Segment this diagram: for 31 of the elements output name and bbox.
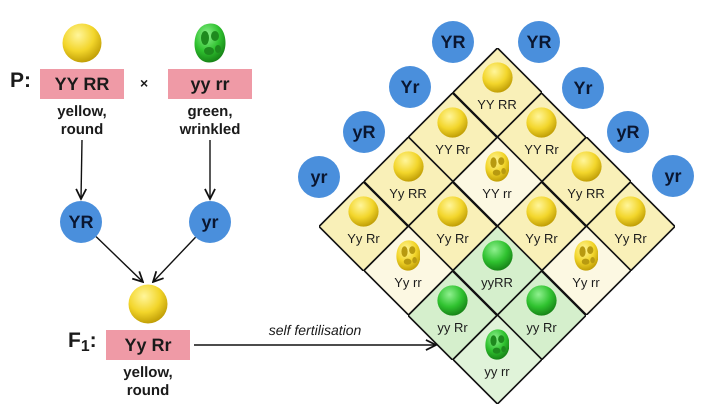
genotype-box: yy rr	[168, 69, 252, 99]
arrow	[75, 140, 88, 200]
genotype-text: yyRR	[480, 275, 514, 290]
genotype-text: YY rr	[481, 186, 513, 201]
genotype-text: YY Rr	[434, 142, 471, 156]
generation-label: P:	[10, 70, 31, 91]
genotype-text: yy Rr	[525, 320, 558, 334]
genotype-text: YY Rr	[523, 142, 560, 156]
phenotype-text: yellow, round	[122, 364, 174, 400]
phenotype-text: green, wrinkled	[178, 103, 242, 139]
genotype-text: Yy rr	[571, 275, 601, 290]
phenotype-text: yellow, round	[56, 103, 108, 139]
arrow	[152, 236, 196, 283]
genotype-text: yy Rr	[436, 320, 469, 334]
genotype-box: Yy Rr	[106, 330, 190, 360]
genotype-text: Yy RR	[566, 186, 606, 201]
genotype-text: Yy Rr	[524, 230, 559, 246]
genotype-text: Yy RR	[388, 186, 428, 201]
genotype-text: Yy rr	[393, 275, 423, 290]
generation-label: F$_{1}$:	[68, 330, 97, 351]
arrow	[96, 236, 144, 283]
genotype-text: yy rr	[483, 364, 511, 379]
genotype-text: Yy Rr	[435, 230, 470, 246]
generation-label: ×	[140, 76, 148, 90]
genotype-text: YY RR	[476, 97, 518, 112]
genotype-text: Yy Rr	[346, 230, 381, 246]
arrow	[194, 339, 437, 351]
arrow	[204, 140, 216, 200]
edge-label: self fertilisation	[266, 322, 364, 338]
genotype-box: YY RR	[40, 69, 124, 99]
genotype-text: Yy Rr	[613, 230, 648, 246]
